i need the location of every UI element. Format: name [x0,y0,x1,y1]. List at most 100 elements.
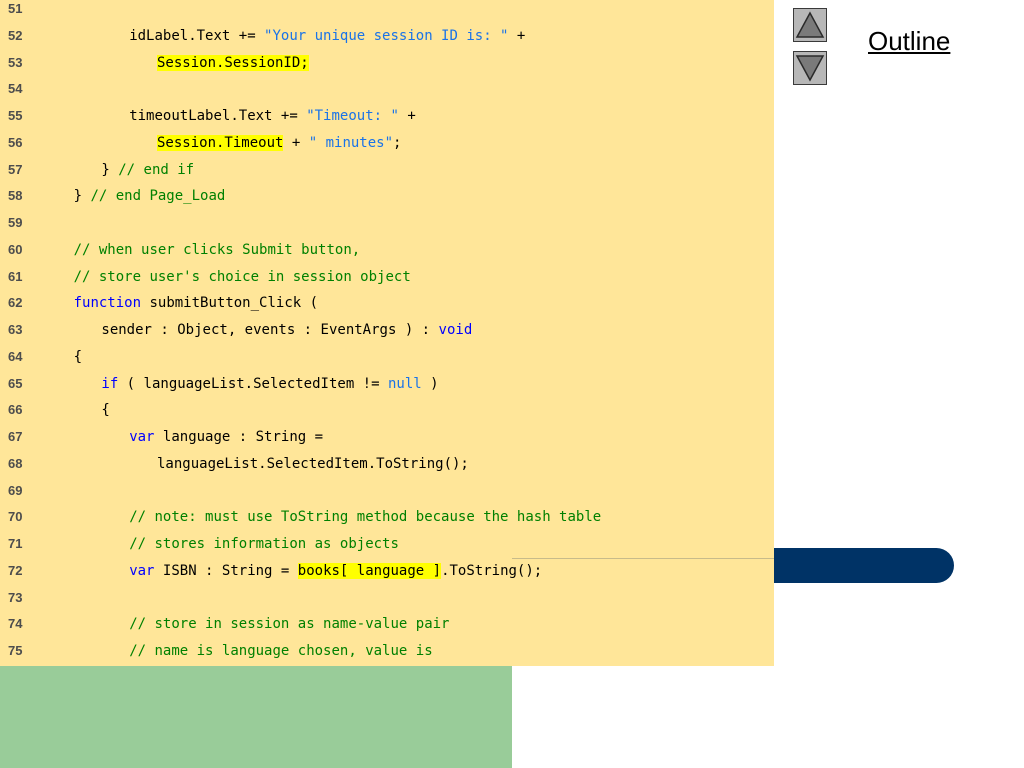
code-token: // store user's choice in session object [73,268,411,285]
line-number: 61 [8,268,23,284]
line-number: 59 [8,215,23,230]
code-line: 63 sender : Object, events : EventArgs ) … [0,320,774,347]
code-text: var language : String = [129,427,323,447]
code-line: 74 // store in session as name-value pair [0,614,774,641]
code-token: // end if [118,161,195,178]
code-token: + [283,134,309,151]
code-text: // store in session as name-value pair [129,614,449,634]
line-number: 57 [8,161,23,177]
line-number: 67 [8,429,23,444]
code-token: sender : Object, events : EventArgs ) : [101,322,439,338]
code-token: + [508,27,526,44]
code-token: // stores information as objects [129,536,399,552]
code-token: Session.Timeout [157,134,284,151]
code-token: if [101,375,119,392]
line-number: 64 [8,348,23,364]
triangle-down-icon [795,55,825,82]
code-line: 66 { [0,400,774,427]
code-text: // stores information as objects [129,534,399,554]
line-number: 73 [8,589,23,605]
code-line: 57} // end if [0,160,774,187]
line-number: 70 [8,509,23,525]
line-number: 56 [8,134,23,150]
code-listing-panel: 51 52 idLabel.Text += "Your unique session… [0,0,774,666]
code-line: 75// name is language chosen, value is [0,641,774,666]
code-token: timeoutLabel.Text += [129,108,307,124]
code-line: 67 var language : String = [0,427,774,454]
code-text: var ISBN : String = books[ language ].To… [129,561,542,581]
line-number: 69 [8,482,23,498]
line-number: 55 [8,108,23,123]
code-line: 61 // store user's choice in session obje… [0,267,774,294]
code-token: ) [421,375,439,392]
code-text: { [101,400,109,420]
code-line: 65 if ( languageList.SelectedItem != null… [0,374,774,401]
line-number: 66 [8,402,23,418]
code-token: languageList.SelectedItem.ToString(); [157,455,469,472]
code-line: 60 // when user clicks Submit button, [0,240,774,267]
code-token: // note: must use ToString method becaus… [129,509,602,526]
code-text: } // end if [101,160,194,180]
code-token: { [101,402,110,419]
code-token: // end Page_Load [90,188,226,205]
code-token: books[ language ] [297,562,442,579]
code-token: var [129,562,155,579]
code-text: } // end Page_Load [74,186,226,206]
line-number: 72 [8,562,23,578]
code-token: ; [393,134,402,151]
code-token: { [73,348,83,365]
code-token: language : String = [154,429,324,445]
code-line: 55 timeoutLabel.Text += "Timeout: " + [0,106,774,133]
code-token: ( languageList.SelectedItem != [118,375,388,392]
outline-link[interactable]: Outline [868,26,951,56]
line-number: 58 [8,188,23,204]
code-text: languageList.SelectedItem.ToString(); [157,454,469,474]
line-number: 65 [8,375,23,391]
accent-bar [774,548,954,583]
code-token: "Your unique session ID is: " [264,27,509,44]
line-number: 62 [8,295,23,311]
code-text: // when user clicks Submit button, [74,240,361,260]
code-text: { [74,347,82,367]
code-text: Session.SessionID; [157,53,309,73]
code-text: if ( languageList.SelectedItem != null ) [101,374,438,394]
code-token: } [73,188,91,205]
code-line: 54 [0,79,774,106]
code-line: 62 function submitButton_Click ( [0,293,774,320]
code-token: ISBN : String = [154,562,298,579]
code-text: timeoutLabel.Text += "Timeout: " + [129,106,416,126]
code-token: var [129,429,155,445]
code-token: // when user clicks Submit button, [73,241,361,258]
code-text: Session.Timeout + " minutes"; [157,133,401,153]
line-number: 54 [8,81,23,97]
code-text: // store user's choice in session object [74,267,411,287]
code-token: void [438,322,473,338]
code-token: idLabel.Text += [129,27,265,44]
code-text: sender : Object, events : EventArgs ) : … [101,320,472,340]
line-number: 63 [8,322,23,337]
code-line: 56 Session.Timeout + " minutes"; [0,133,774,160]
code-text: // note: must use ToString method becaus… [129,507,601,527]
code-text: function submitButton_Click ( [74,293,318,313]
code-token: null [387,375,422,392]
code-line: 58} // end Page_Load [0,186,774,213]
divider-rule [512,558,774,559]
code-line: 71// stores information as objects [0,534,774,561]
previous-slide-button[interactable] [793,8,827,42]
code-line: 52 idLabel.Text += "Your unique session I… [0,26,774,53]
code-line: 72 var ISBN : String = books[ language ].… [0,561,774,588]
code-token: } [101,161,119,178]
line-number: 60 [8,241,23,257]
line-number: 51 [8,1,23,16]
code-text: idLabel.Text += "Your unique session ID … [129,26,525,46]
code-line: 69 [0,481,774,508]
code-token: Session.SessionID; [157,54,309,71]
line-number: 52 [8,27,23,43]
next-slide-button[interactable] [793,51,827,85]
line-number: 74 [8,616,23,632]
line-number: 75 [8,643,23,658]
code-line: 73 [0,588,774,615]
code-token: "Timeout: " [306,108,399,124]
code-line: 70 // note: must use ToString method beca… [0,507,774,534]
